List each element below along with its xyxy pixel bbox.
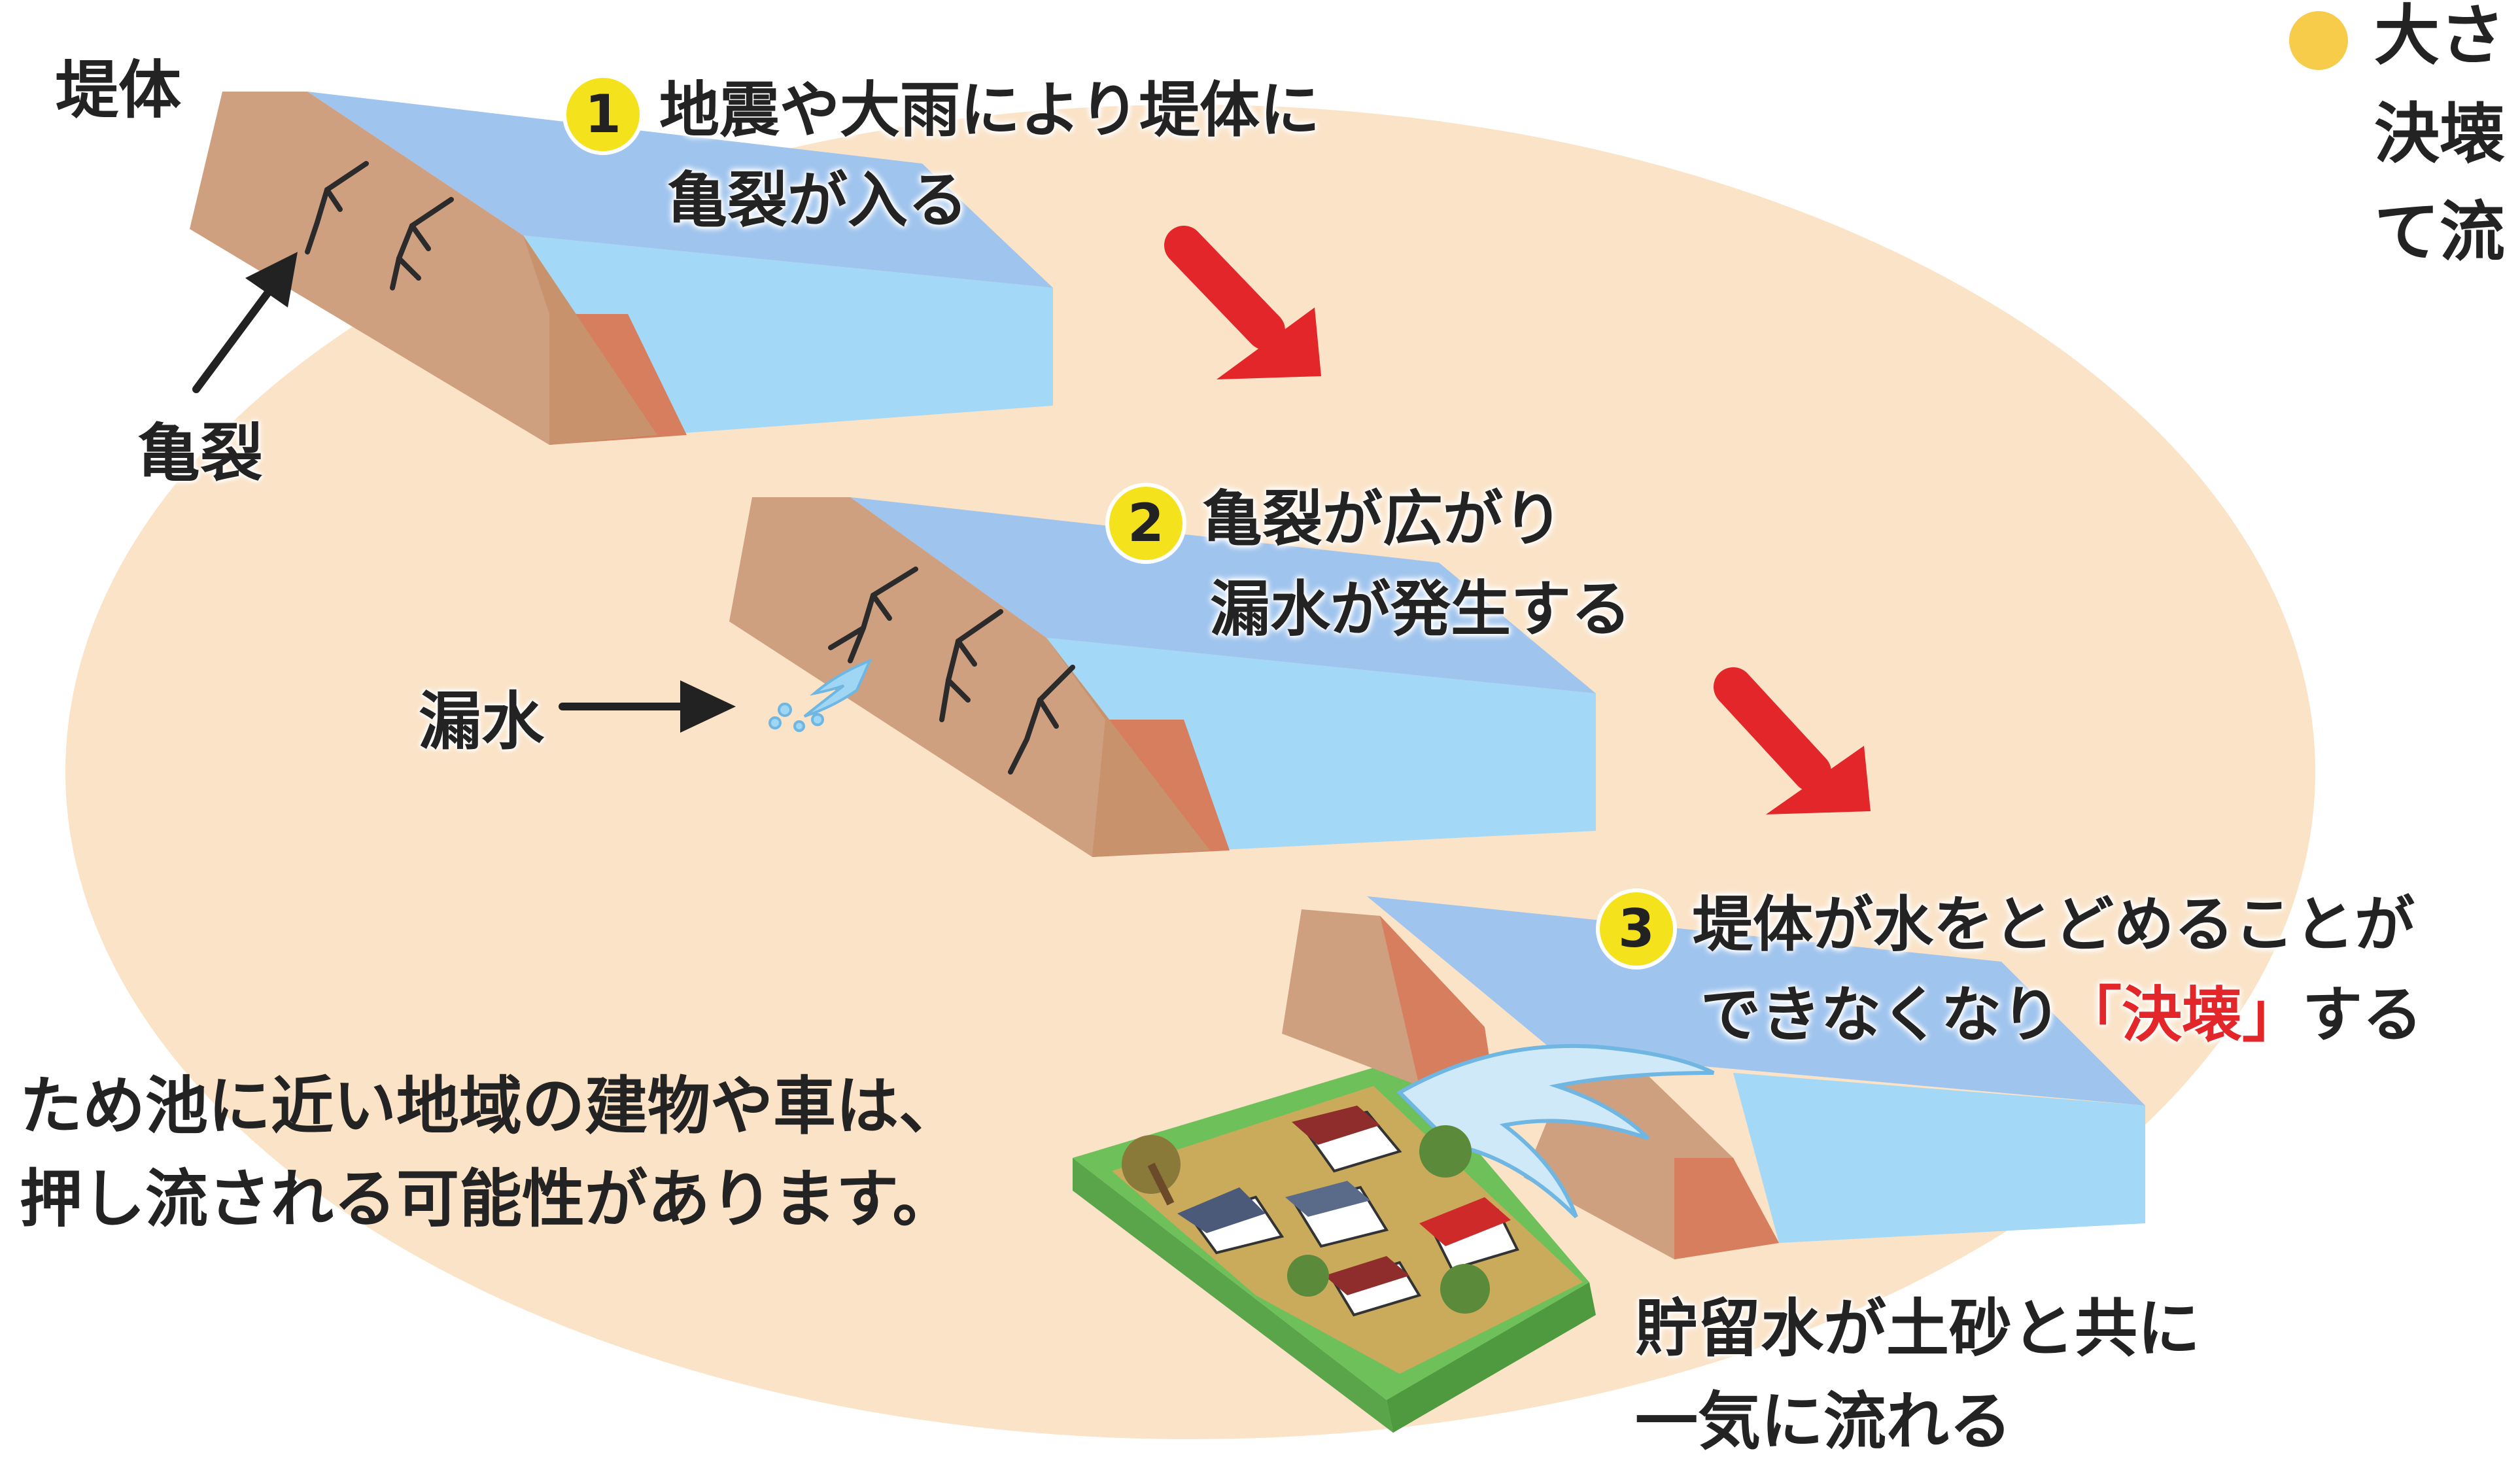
leak-label: 漏水 — [419, 685, 544, 758]
crack-pointer-arrow — [192, 252, 298, 393]
step-2-number-badge: 2 — [1105, 482, 1186, 564]
trees — [1122, 1125, 1490, 1314]
stage1-dam — [190, 92, 1053, 445]
leak-spray — [768, 658, 872, 732]
risk-note-line2: 押し流される可能性があります。 — [20, 1162, 956, 1236]
side-bullet-dot — [2289, 10, 2348, 70]
dam-body-label: 堤体 — [56, 54, 181, 127]
risk-note-line1: ため池に近い地域の建物や車は、 — [20, 1070, 961, 1143]
stage3-breached-dam — [1073, 896, 2145, 1433]
side-text-cropped: 大さ 決壊 て流 — [2289, 0, 2505, 281]
step-1-line2: 亀裂が入る — [667, 166, 969, 236]
stage2-dam-slope — [729, 497, 1210, 857]
step-2-line2: 漏水が発生する — [1210, 574, 1632, 644]
step-arrow-1 — [1164, 226, 1321, 379]
step-3-number-badge: 3 — [1596, 888, 1677, 970]
step-arrow-2 — [1714, 667, 1871, 814]
outflow-line2: 一気に流れる — [1635, 1385, 2012, 1458]
step-2-line1: 亀裂が広がり — [1202, 484, 1564, 554]
side-text-line3: て流 — [2374, 194, 2505, 270]
leak-pointer-arrow — [559, 680, 736, 733]
stage2-dam — [729, 497, 1596, 857]
step-3-line2-pre: できなくなり — [1700, 980, 2062, 1050]
stage2-cracks — [828, 567, 1075, 775]
stage1-cracks — [305, 161, 454, 290]
houses — [1177, 1106, 1519, 1317]
stage2-water-top — [850, 497, 1596, 693]
stage1-water-top — [307, 92, 1053, 288]
step-3-line1: 堤体が水をとどめることが — [1693, 890, 2415, 960]
outflow-line1: 貯留水が土砂と共に — [1635, 1292, 2200, 1365]
step-1-line1: 地震や大雨により堤体に — [659, 75, 1320, 145]
stage1-dam-slope — [190, 92, 657, 445]
side-text-line1: 大さ — [2374, 0, 2505, 74]
step-3-line2-highlight: 「決壊」 — [2062, 980, 2303, 1050]
risk-note: ため池に近い地域の建物や車は、 押し流される可能性があります。 — [20, 1060, 961, 1246]
rushing-water — [1396, 1043, 1715, 1219]
outflow-caption: 貯留水が土砂と共に 一気に流れる — [1635, 1282, 2200, 1468]
side-text-line2: 決壊 — [2374, 96, 2505, 172]
step-1-number-badge: 1 — [562, 73, 644, 155]
stage3-water-side — [1733, 1073, 2145, 1243]
crack-label: 亀裂 — [137, 417, 263, 490]
step-3-line2-post: する — [2302, 980, 2423, 1050]
